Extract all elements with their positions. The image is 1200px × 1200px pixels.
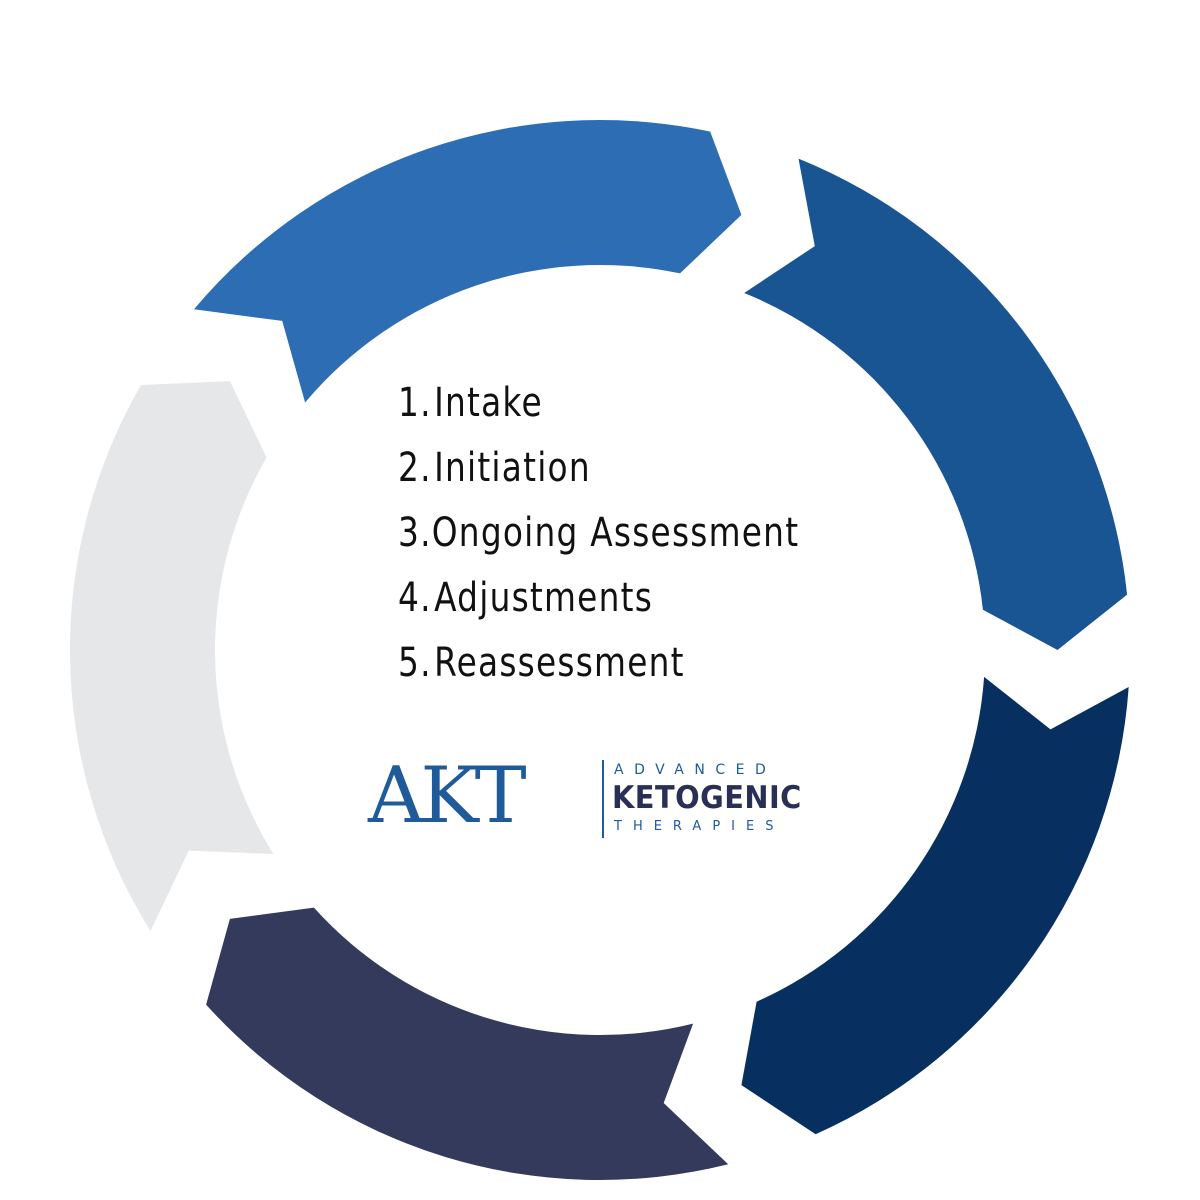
- logo-mark: AKT: [368, 751, 527, 841]
- cycle-segment-navy: [741, 676, 1129, 1135]
- step-number: 5.: [398, 639, 432, 686]
- step-item: 3. Ongoing Assessment: [398, 500, 798, 565]
- step-label: Ongoing Assessment: [431, 509, 800, 556]
- cycle-segment-mid-blue: [744, 158, 1128, 650]
- step-list: 1. Intake 2. Initiation 3. Ongoing Asses…: [398, 370, 868, 695]
- step-label: Adjustments: [434, 574, 654, 621]
- step-label: Intake: [434, 379, 543, 426]
- step-item: 5. Reassessment: [398, 630, 783, 695]
- step-item: 4. Adjustments: [398, 565, 783, 630]
- step-label: Reassessment: [434, 639, 685, 686]
- logo-line-therapies: THERAPIES: [614, 819, 785, 834]
- step-label: Initiation: [434, 444, 591, 491]
- step-item: 2. Initiation: [398, 435, 783, 500]
- logo-line-advanced: ADVANCED: [614, 762, 777, 778]
- cycle-segment-slate: [206, 907, 729, 1181]
- logo-line-ketogenic: KETOGENIC: [612, 780, 802, 816]
- step-number: 3.: [398, 509, 432, 556]
- logo-divider: [602, 760, 604, 838]
- step-number: 4.: [398, 574, 432, 621]
- cycle-segment-grey: [69, 381, 274, 931]
- akt-logo: AKT ADVANCED KETOGENIC THERAPIES: [368, 756, 838, 840]
- step-item: 1. Intake: [398, 370, 783, 435]
- step-number: 2.: [398, 444, 432, 491]
- cycle-segment-blue: [194, 120, 742, 403]
- step-number: 1.: [398, 379, 432, 426]
